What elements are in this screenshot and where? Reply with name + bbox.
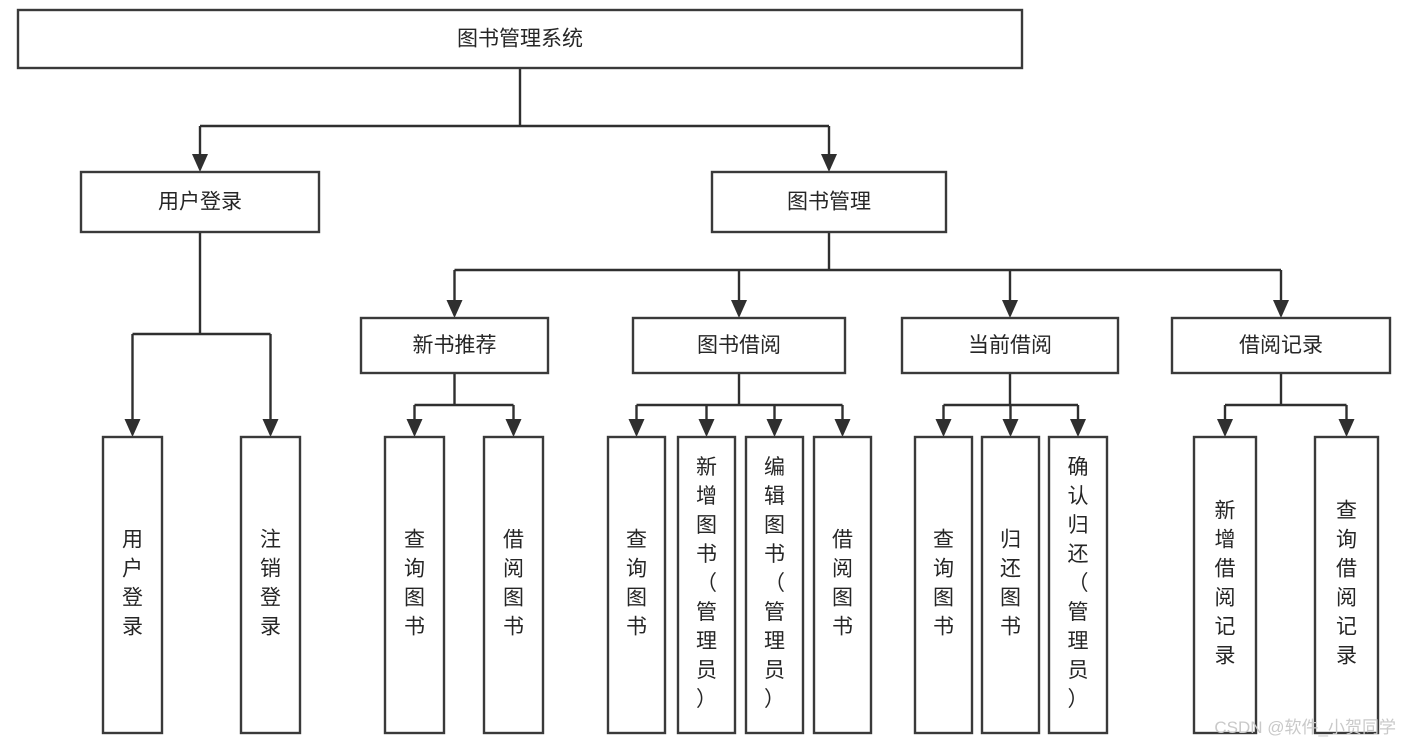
node-book-management-rect bbox=[710, 170, 948, 234]
node-leaf-borrow-book-2-rect bbox=[812, 435, 873, 735]
node-borrow-record-label: 借阅记录 bbox=[1239, 334, 1323, 357]
node-boxes: 图书管理系统用户登录图书管理新书推荐图书借阅当前借阅借阅记录用户登录注销登录查询… bbox=[16, 8, 1392, 735]
node-leaf-query-book-1-rect bbox=[383, 435, 446, 735]
node-leaf-query-book-3-label: 查询图书 bbox=[933, 529, 954, 639]
node-leaf-query-book-2-rect bbox=[606, 435, 667, 735]
node-book-borrow[interactable]: 图书借阅 bbox=[631, 316, 847, 375]
node-new-book-recommend-label: 新书推荐 bbox=[413, 334, 497, 357]
bm-to-l2-3-arrowhead bbox=[1273, 300, 1289, 318]
node-leaf-edit-book-rect bbox=[744, 435, 805, 735]
node-new-book-recommend[interactable]: 新书推荐 bbox=[359, 316, 550, 375]
new-book-recommend-to-leaf-0-arrowhead bbox=[406, 419, 423, 437]
bm-to-l2-1-arrowhead bbox=[731, 300, 747, 318]
node-new-book-recommend-rect bbox=[359, 316, 550, 375]
current-borrow-to-leaf-0-arrowhead bbox=[935, 419, 952, 437]
node-book-management[interactable]: 图书管理 bbox=[710, 170, 948, 234]
node-leaf-edit-book[interactable]: 编辑图书（管理员） bbox=[744, 435, 805, 735]
node-leaf-borrow-book-1[interactable]: 借阅图书 bbox=[482, 435, 545, 735]
connector-lines bbox=[124, 68, 1355, 437]
node-leaf-query-record-label: 查询借阅记录 bbox=[1336, 500, 1357, 668]
node-root[interactable]: 图书管理系统 bbox=[16, 8, 1024, 70]
book-borrow-to-leaf-0-arrowhead bbox=[628, 419, 645, 437]
node-current-borrow-label: 当前借阅 bbox=[968, 334, 1052, 357]
ul-to-leaf-0-arrowhead bbox=[124, 419, 141, 437]
node-leaf-user-login-rect bbox=[101, 435, 164, 735]
node-leaf-add-record[interactable]: 新增借阅记录 bbox=[1192, 435, 1258, 735]
node-leaf-return-book[interactable]: 归还图书 bbox=[980, 435, 1041, 735]
ul-to-leaf-1-arrowhead bbox=[262, 419, 279, 437]
current-borrow-to-leaf-1-arrowhead bbox=[1002, 419, 1019, 437]
new-book-recommend-to-leaf-1-arrowhead bbox=[505, 419, 522, 437]
node-leaf-logout[interactable]: 注销登录 bbox=[239, 435, 302, 735]
node-leaf-confirm-return-rect bbox=[1047, 435, 1109, 735]
node-leaf-query-record[interactable]: 查询借阅记录 bbox=[1313, 435, 1380, 735]
node-root-rect bbox=[16, 8, 1024, 70]
node-leaf-confirm-return[interactable]: 确认归还（管理员） bbox=[1047, 435, 1109, 735]
book-borrow-to-leaf-1-arrowhead bbox=[698, 419, 715, 437]
borrow-record-to-leaf-1-arrowhead bbox=[1338, 419, 1355, 437]
node-leaf-add-book-label: 新增图书（管理员） bbox=[696, 456, 717, 711]
node-leaf-query-book-2[interactable]: 查询图书 bbox=[606, 435, 667, 735]
node-leaf-logout-rect bbox=[239, 435, 302, 735]
node-leaf-query-book-3[interactable]: 查询图书 bbox=[913, 435, 974, 735]
node-leaf-add-book[interactable]: 新增图书（管理员） bbox=[676, 435, 737, 735]
node-leaf-borrow-book-1-label: 借阅图书 bbox=[503, 529, 524, 639]
node-leaf-add-record-label: 新增借阅记录 bbox=[1215, 500, 1236, 668]
node-leaf-confirm-return-label: 确认归还（管理员） bbox=[1068, 456, 1089, 711]
node-leaf-edit-book-label: 编辑图书（管理员） bbox=[764, 456, 785, 711]
node-current-borrow[interactable]: 当前借阅 bbox=[900, 316, 1120, 375]
book-borrow-to-leaf-2-arrowhead bbox=[766, 419, 783, 437]
node-leaf-borrow-book-2-label: 借阅图书 bbox=[832, 529, 853, 639]
node-leaf-add-book-rect bbox=[676, 435, 737, 735]
node-current-borrow-rect bbox=[900, 316, 1120, 375]
node-leaf-query-book-1[interactable]: 查询图书 bbox=[383, 435, 446, 735]
node-user-login-label: 用户登录 bbox=[158, 191, 242, 214]
node-leaf-borrow-book-1-rect bbox=[482, 435, 545, 735]
node-leaf-query-book-2-label: 查询图书 bbox=[626, 529, 647, 639]
node-leaf-user-login-label: 用户登录 bbox=[122, 529, 143, 639]
node-borrow-record[interactable]: 借阅记录 bbox=[1170, 316, 1392, 375]
root-to-l1-1-arrowhead bbox=[821, 154, 837, 172]
node-book-management-label: 图书管理 bbox=[787, 191, 871, 214]
bm-to-l2-2-arrowhead bbox=[1002, 300, 1018, 318]
node-leaf-query-book-3-rect bbox=[913, 435, 974, 735]
node-book-borrow-label: 图书借阅 bbox=[697, 334, 781, 357]
root-to-l1-0-arrowhead bbox=[192, 154, 208, 172]
node-user-login[interactable]: 用户登录 bbox=[79, 170, 321, 234]
node-leaf-logout-label: 注销登录 bbox=[260, 529, 281, 639]
current-borrow-to-leaf-2-arrowhead bbox=[1070, 419, 1086, 437]
node-leaf-query-record-rect bbox=[1313, 435, 1380, 735]
node-book-borrow-rect bbox=[631, 316, 847, 375]
node-leaf-return-book-rect bbox=[980, 435, 1041, 735]
node-leaf-return-book-label: 归还图书 bbox=[1000, 529, 1021, 639]
node-borrow-record-rect bbox=[1170, 316, 1392, 375]
node-leaf-add-record-rect bbox=[1192, 435, 1258, 735]
book-borrow-to-leaf-3-arrowhead bbox=[834, 419, 851, 437]
node-leaf-user-login[interactable]: 用户登录 bbox=[101, 435, 164, 735]
bm-to-l2-0-arrowhead bbox=[446, 300, 463, 318]
node-user-login-rect bbox=[79, 170, 321, 234]
node-leaf-query-book-1-label: 查询图书 bbox=[404, 529, 425, 639]
borrow-record-to-leaf-0-arrowhead bbox=[1217, 419, 1233, 437]
node-leaf-borrow-book-2[interactable]: 借阅图书 bbox=[812, 435, 873, 735]
watermark-text: CSDN @软件_小贺同学 bbox=[1214, 718, 1396, 737]
node-root-label: 图书管理系统 bbox=[457, 28, 583, 51]
